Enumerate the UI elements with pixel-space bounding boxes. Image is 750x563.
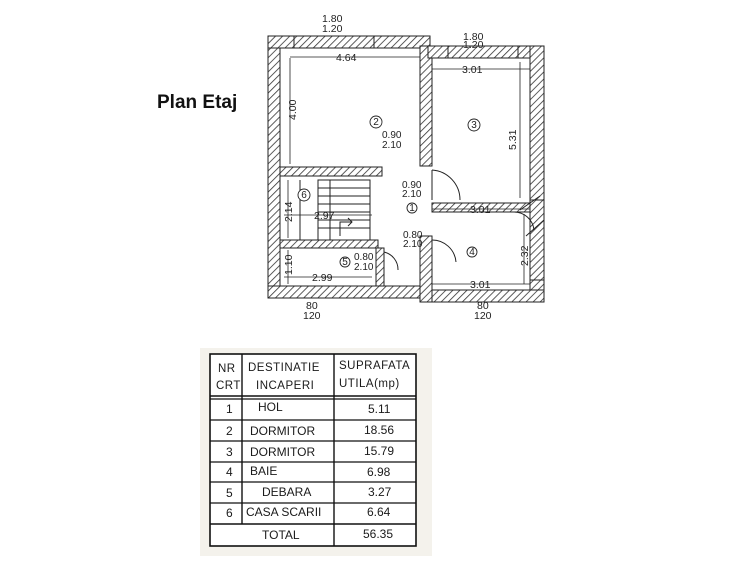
table-row: 6 CASA SCARII 6.64 (226, 505, 391, 520)
room-number-4: 4 (469, 247, 475, 258)
table-header-destinatie: DESTINATIE (248, 362, 320, 374)
room-number-3: 3 (471, 120, 477, 131)
room2-height: 4.00 (287, 99, 299, 120)
table-cell-destinatie: HOL (258, 400, 283, 414)
door1-dim: 0.90 (402, 180, 422, 191)
table-row: 2 DORMITOR 18.56 (226, 423, 394, 438)
door1-dim: 2.10 (402, 189, 422, 200)
walls (267, 35, 545, 303)
room5-width: 2.99 (312, 272, 333, 284)
table-cell-nr: 6 (226, 506, 233, 520)
stair-height: 2.14 (283, 201, 295, 222)
wall (279, 239, 379, 249)
wall (419, 235, 433, 303)
table-total-label: TOTAL (262, 528, 300, 542)
dimension-texts: 1.80 1.20 1.80 1.20 4.64 3.01 4.00 5.31 … (283, 13, 531, 322)
table-header-nr: NR (218, 363, 236, 375)
room1-width: 3.01 (470, 204, 491, 216)
table-cell-destinatie: CASA SCARII (246, 505, 321, 519)
window-dim-top-left: 1.80 (322, 13, 343, 25)
wall (419, 45, 433, 167)
table-total-value: 56.35 (363, 527, 393, 541)
table-cell-nr: 1 (226, 402, 233, 416)
table-cell-destinatie: BAIE (250, 464, 277, 478)
stair-width: 2.97 (314, 210, 335, 222)
wall (279, 166, 383, 177)
table-cell-suprafata: 3.27 (368, 485, 392, 499)
table-row: 1 HOL 5.11 (226, 400, 391, 416)
table-row: 5 DEBARA 3.27 (226, 485, 392, 500)
wall (267, 35, 281, 299)
window-dim-bottom-left: 80 (306, 300, 318, 312)
window-dim-bottom-right: 120 (474, 310, 492, 322)
door5-dim: 2.10 (354, 262, 374, 273)
table-cell-destinatie: DEBARA (262, 485, 311, 499)
room5-height: 1.10 (283, 254, 295, 275)
table-cell-nr: 4 (226, 465, 233, 479)
door2-dim: 0.90 (382, 130, 402, 141)
table-row: 3 DORMITOR 15.79 (226, 444, 394, 459)
window-dim-top-right: 1.20 (463, 39, 484, 51)
table-header-incaperi: INCAPERI (256, 380, 314, 392)
room-number-1: 1 (409, 203, 415, 214)
stairs (299, 179, 371, 241)
dimension-lines (284, 56, 530, 285)
wall (267, 285, 431, 299)
table-header-crt: CRT (216, 380, 241, 392)
table-cell-suprafata: 5.11 (368, 402, 391, 416)
wall (427, 45, 545, 59)
room-number-labels: 1 2 3 4 5 6 (301, 117, 477, 268)
table-header-utila: UTILA(mp) (339, 378, 400, 390)
window-dim-bottom-right: 80 (477, 300, 489, 312)
table-total-row: TOTAL 56.35 (262, 527, 393, 542)
room4-width: 3.01 (470, 279, 491, 291)
table-cell-destinatie: DORMITOR (250, 445, 315, 459)
door5-dim: 0.80 (354, 252, 374, 263)
room-numbers (297, 115, 481, 268)
door4-dim: 2.10 (403, 239, 423, 250)
table-cell-suprafata: 18.56 (364, 423, 394, 437)
room2-width: 4.64 (336, 52, 357, 64)
room-number-5: 5 (342, 257, 348, 268)
table-cell-nr: 3 (226, 445, 233, 459)
windows (293, 36, 519, 58)
table-cell-nr: 2 (226, 424, 233, 438)
window-dim-top-right: 1.80 (463, 31, 484, 43)
table-cell-nr: 5 (226, 486, 233, 500)
doors (383, 169, 545, 271)
wall (375, 247, 385, 287)
window-dim-top-left: 1.20 (322, 23, 343, 35)
door2-dim: 2.10 (382, 140, 402, 151)
window-dim-bottom-left: 120 (303, 310, 321, 322)
table-cell-suprafata: 15.79 (364, 444, 394, 458)
room3-height: 5.31 (507, 129, 519, 150)
table-cell-destinatie: DORMITOR (250, 424, 315, 438)
room-number-2: 2 (373, 117, 379, 128)
table-header-suprafata: SUPRAFATA (339, 360, 410, 372)
room3-width: 3.01 (462, 64, 483, 76)
table-row: 4 BAIE 6.98 (226, 464, 391, 479)
door4-dim: 0.80 (403, 230, 423, 241)
area-table: NR CRT DESTINATIE INCAPERI SUPRAFATA UTI… (200, 348, 432, 556)
wall (529, 199, 545, 281)
wall (267, 35, 431, 49)
room4-height: 2.32 (519, 245, 531, 266)
room-number-6: 6 (301, 190, 307, 201)
table-cell-suprafata: 6.98 (367, 465, 391, 479)
table-cell-suprafata: 6.64 (367, 505, 391, 519)
plan-title: Plan Etaj (157, 92, 238, 113)
